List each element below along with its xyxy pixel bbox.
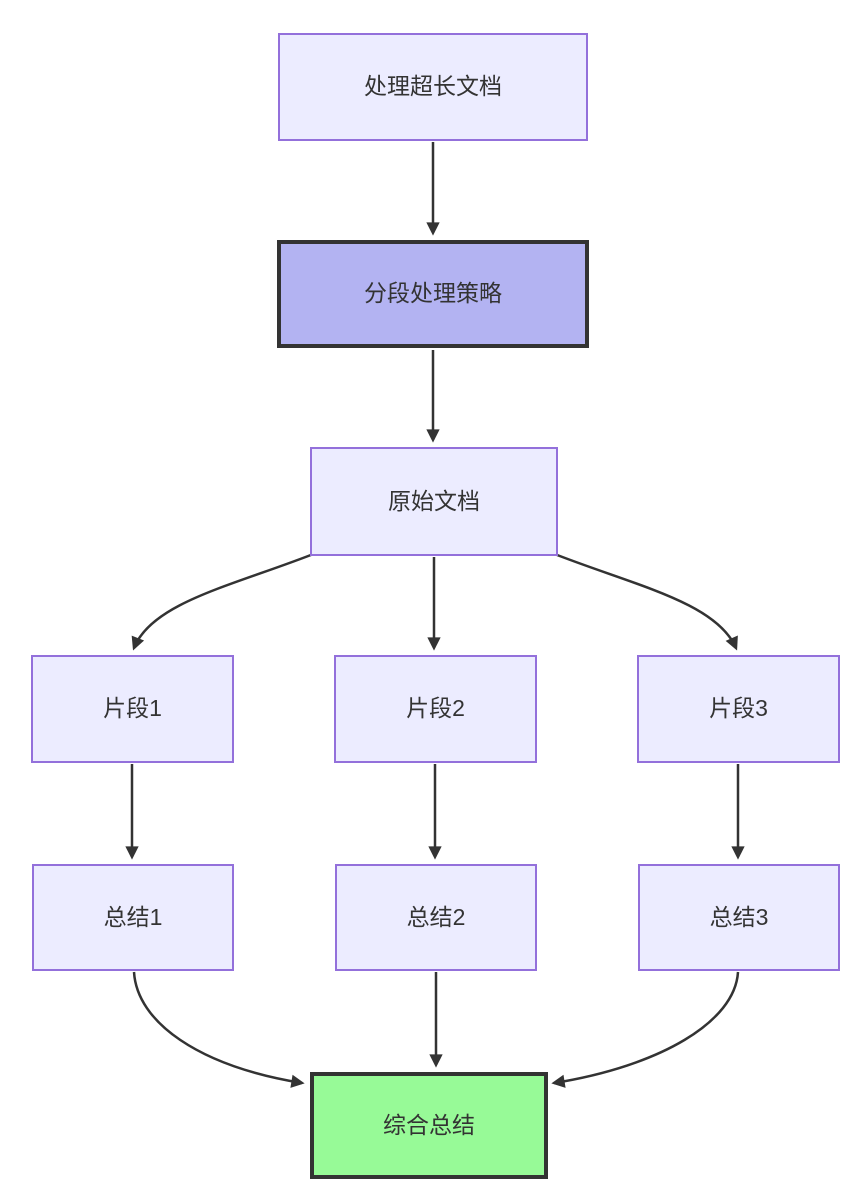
node-segmentation-strategy: 分段处理策略	[277, 240, 589, 348]
node-fragment-1-label: 片段1	[103, 695, 162, 722]
node-summary-2-label: 总结2	[406, 903, 466, 930]
edge-summary-3-to-final	[551, 971, 740, 1088]
node-final-summary: 综合总结	[310, 1072, 548, 1179]
node-summary-3-label: 总结3	[709, 903, 769, 930]
edge-document-to-fragment-3	[551, 551, 738, 651]
node-summary-1-label: 总结1	[103, 903, 163, 930]
edge-summary-1-to-final	[132, 971, 305, 1088]
node-summary-1: 总结1	[32, 864, 234, 971]
node-summary-3: 总结3	[638, 864, 840, 971]
node-final-summary-label: 综合总结	[383, 1111, 475, 1138]
node-segmentation-strategy-label: 分段处理策略	[364, 280, 502, 307]
node-original-document-label: 原始文档	[388, 487, 480, 514]
node-fragment-2: 片段2	[334, 655, 537, 763]
node-fragment-1: 片段1	[31, 655, 234, 763]
node-process-long-document: 处理超长文档	[278, 33, 588, 141]
node-summary-2: 总结2	[335, 864, 537, 971]
node-fragment-3-label: 片段3	[709, 695, 768, 722]
node-fragment-3: 片段3	[637, 655, 840, 763]
node-process-long-document-label: 处理超长文档	[364, 73, 502, 100]
node-original-document: 原始文档	[310, 447, 558, 556]
node-fragment-2-label: 片段2	[406, 695, 465, 722]
edge-document-to-fragment-1	[131, 551, 317, 651]
